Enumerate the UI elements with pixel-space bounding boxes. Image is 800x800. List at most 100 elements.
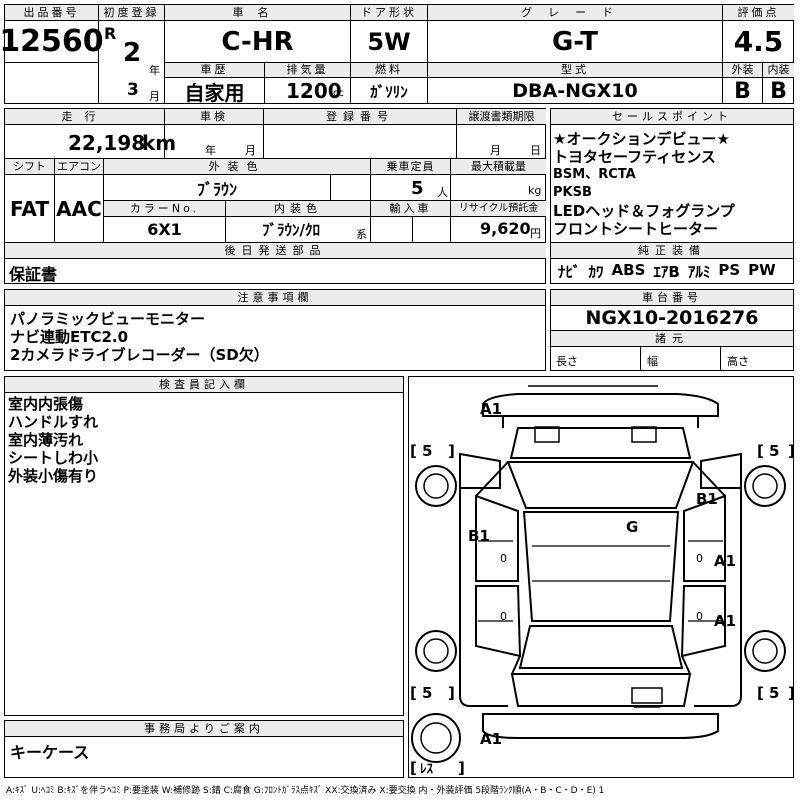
interior-color: ﾌﾞﾗｳﾝ/ｸﾛ bbox=[262, 221, 320, 239]
spare-bracket-open: [ bbox=[410, 759, 417, 777]
equipment-item: ABS bbox=[611, 261, 646, 279]
mark-front-bumper: A1 bbox=[480, 400, 502, 418]
spec-label: 諸元 bbox=[551, 331, 793, 346]
door-label: ドア形状 bbox=[351, 5, 427, 20]
fuel-label: 燃料 bbox=[351, 63, 427, 77]
notes-line: 2カメラドライブレコーダー（SD欠） bbox=[10, 346, 269, 364]
load-label: 最大積載量 bbox=[451, 159, 546, 174]
tire-depth-rr: 5 bbox=[769, 684, 779, 702]
equipment-item: ﾅﾋﾞ bbox=[558, 263, 581, 281]
car-name: C-HR bbox=[221, 26, 294, 57]
sales-points-list: ★オークションデビュー★ トヨタセーフティセンス BSM、RCTA PKSB L… bbox=[553, 130, 735, 238]
spare-bracket-close: ] bbox=[458, 759, 465, 777]
inspection-label: 車検 bbox=[165, 109, 263, 124]
shift-label: シフト bbox=[5, 159, 54, 174]
mileage-label: 走行 bbox=[5, 109, 164, 124]
car-name-label: 車名 bbox=[165, 5, 350, 20]
interior-color-suffix: 系 bbox=[356, 228, 367, 241]
equipment-item: PS bbox=[718, 261, 741, 279]
chassis-label: 車台番号 bbox=[551, 290, 793, 305]
header-section bbox=[4, 4, 794, 104]
inspector-label: 検査員記入欄 bbox=[5, 377, 403, 392]
tire-bracket-rf-close: ] bbox=[788, 442, 794, 460]
load-unit: kg bbox=[528, 184, 542, 197]
later-parts-label: 後日発送部品 bbox=[5, 243, 546, 258]
tire-bracket-rr-close: ] bbox=[788, 684, 794, 702]
color: ﾌﾞﾗｳﾝ bbox=[196, 179, 237, 199]
equipment-list: ﾅﾋﾞ ｶﾜ ABS ｴｱB ｱﾙﾐ PS PW bbox=[558, 261, 776, 282]
mark-right-rear-upper: A1 bbox=[714, 552, 736, 570]
inspection-year-unit: 年 bbox=[205, 144, 216, 157]
tire-depth-lr: 5 bbox=[422, 684, 432, 702]
equipment-item: PW bbox=[748, 261, 776, 279]
inspector-list: 室内内張傷 ハンドルすれ 室内薄汚れ シートしわ小 外装小傷有り bbox=[8, 395, 98, 485]
tire-bracket-lf-close: ] bbox=[448, 442, 455, 460]
first-reg-year-unit: 年 bbox=[149, 64, 160, 77]
displacement-unit: cc bbox=[333, 88, 344, 99]
sales-point-line: フロントシートヒーター bbox=[553, 220, 719, 238]
sales-points-section bbox=[550, 108, 794, 284]
tire-bracket-lr-close: ] bbox=[448, 684, 455, 702]
history: 自家用 bbox=[184, 80, 245, 105]
notes-line: ナビ連動ETC2.0 bbox=[10, 328, 129, 346]
grade-label: グレード bbox=[428, 5, 722, 20]
ext-label: 外装 bbox=[723, 63, 762, 77]
ext-grade: B bbox=[734, 78, 751, 104]
model: DBA-NGX10 bbox=[512, 80, 638, 102]
chassis-no: NGX10-2016276 bbox=[585, 307, 759, 329]
equipment-label: 純正装備 bbox=[551, 243, 793, 258]
inspection-month-unit: 月 bbox=[245, 144, 256, 157]
zero-mark: 0 bbox=[696, 610, 703, 623]
ac-label: エアコン bbox=[55, 159, 103, 174]
notes-list: パノラミックビューモニター ナビ連動ETC2.0 2カメラドライブレコーダー（S… bbox=[10, 310, 269, 364]
mark-roof: G bbox=[626, 518, 638, 536]
sales-point-line: トヨタセーフティセンス bbox=[553, 148, 716, 166]
first-reg-label: 初度登録 bbox=[99, 5, 164, 20]
displacement: 1200 bbox=[286, 79, 342, 103]
reg-no-label: 登録番号 bbox=[264, 109, 456, 124]
capacity: 5 bbox=[411, 178, 424, 199]
office-section bbox=[4, 720, 404, 778]
legend: A:ｷｽﾞ U:ﾍｺﾐ B:ｷｽﾞを伴うﾍｺﾐ P:要塗装 W:補修跡 S:錆 … bbox=[6, 786, 605, 796]
capacity-unit: 人 bbox=[437, 186, 448, 199]
equipment-item: ｴｱB bbox=[653, 263, 680, 281]
inspector-line: 外装小傷有り bbox=[8, 467, 99, 485]
first-reg-month-unit: 月 bbox=[149, 90, 160, 103]
damage-diagram-section bbox=[408, 376, 794, 778]
mileage-unit: km bbox=[142, 131, 177, 155]
vehicle-details-section bbox=[4, 108, 546, 284]
tire-depth-rf: 5 bbox=[769, 442, 779, 460]
length-label: 長さ bbox=[556, 355, 578, 368]
first-reg-year: 2 bbox=[123, 38, 142, 68]
tire-bracket-lf-open: [ bbox=[410, 442, 417, 460]
notes-label: 注意事項欄 bbox=[5, 290, 545, 305]
width-label: 幅 bbox=[647, 355, 658, 368]
office-value: キーケース bbox=[10, 743, 90, 762]
mark-left-front-door: B1 bbox=[468, 527, 490, 545]
spare-tire-status: ﾚｽ bbox=[420, 762, 434, 777]
inspector-line: ハンドルすれ bbox=[8, 413, 99, 431]
inspector-line: 室内内張傷 bbox=[8, 395, 84, 413]
mark-right-front: B1 bbox=[696, 490, 718, 508]
equipment-item: ｶﾜ bbox=[588, 263, 604, 281]
color-no-label: カラーNo. bbox=[104, 201, 225, 216]
grade: G-T bbox=[551, 26, 599, 57]
equipment-item: ｱﾙﾐ bbox=[687, 263, 711, 281]
transfer-doc-label: 譲渡書類期限 bbox=[457, 109, 546, 124]
office-label: 事務局よりご案内 bbox=[5, 721, 403, 736]
later-parts: 保証書 bbox=[9, 265, 58, 284]
color-no: 6X1 bbox=[147, 220, 182, 239]
inspector-line: シートしわ小 bbox=[8, 449, 99, 467]
model-label: 型式 bbox=[428, 63, 722, 77]
ac: AAC bbox=[56, 196, 102, 221]
sales-point-line: PKSB bbox=[553, 185, 592, 200]
int-grade: B bbox=[770, 78, 787, 104]
inspector-line: 室内薄汚れ bbox=[8, 431, 84, 449]
mileage: 22,198 bbox=[68, 131, 146, 155]
inspector-section bbox=[4, 376, 404, 716]
interior-color-label: 内装色 bbox=[226, 201, 370, 216]
int-label: 内装 bbox=[763, 63, 794, 77]
first-reg-era: R bbox=[104, 24, 117, 43]
history-label: 車歴 bbox=[165, 63, 264, 77]
tire-bracket-lr-open: [ bbox=[410, 684, 417, 702]
